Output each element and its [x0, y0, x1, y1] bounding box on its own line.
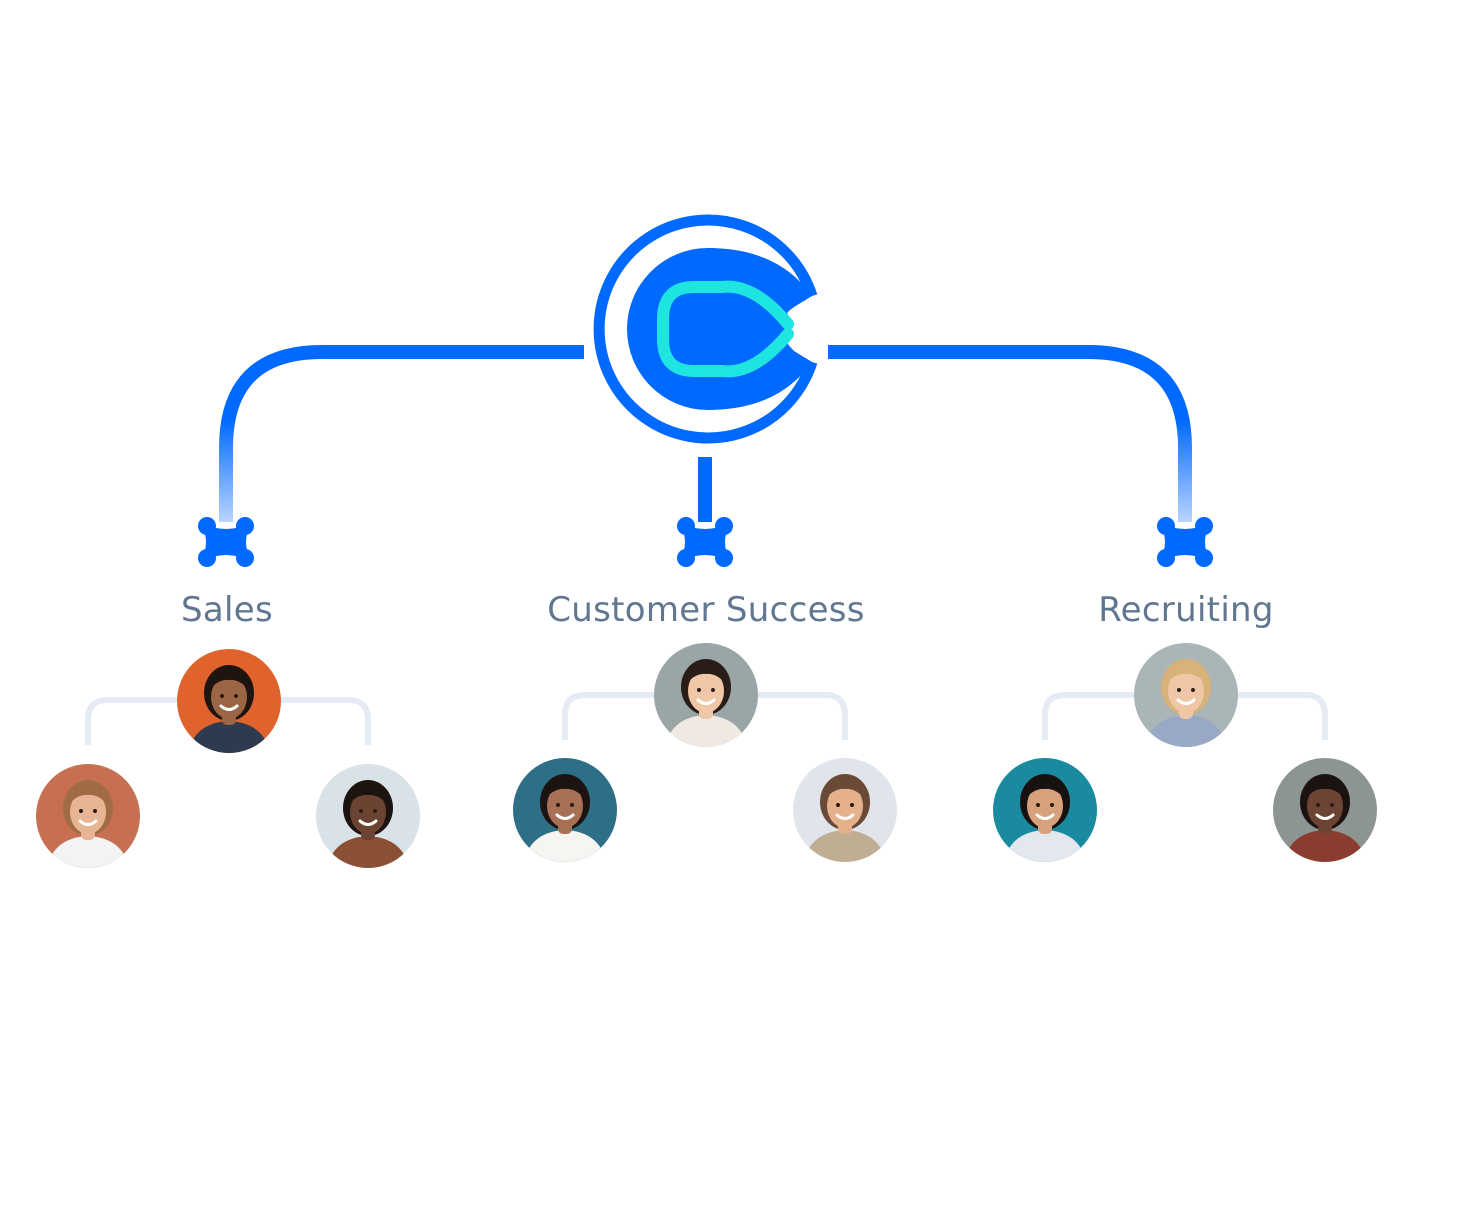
- connector-sales: [219, 345, 584, 522]
- avatar-customer-success-lead: [654, 643, 758, 747]
- node-marker-sales: [198, 517, 254, 567]
- avatar-sales-member-2: [316, 764, 420, 868]
- team-label-customer-success: Customer Success: [547, 590, 865, 630]
- calendly-logo: [593, 214, 818, 444]
- avatar-customer-success-member-1: [513, 758, 617, 862]
- avatar-recruiting-lead: [1134, 643, 1238, 747]
- avatar-customer-success-member-2: [793, 758, 897, 862]
- avatar-sales-lead: [177, 649, 281, 753]
- connector-recruiting: [828, 345, 1192, 522]
- node-marker-customer-success: [677, 517, 733, 567]
- team-label-recruiting: Recruiting: [1098, 590, 1274, 630]
- team-label-sales: Sales: [181, 590, 273, 630]
- avatar-recruiting-member-1: [993, 758, 1097, 862]
- avatar-sales-member-1: [36, 764, 140, 868]
- avatar-recruiting-member-2: [1273, 758, 1377, 862]
- node-marker-recruiting: [1157, 517, 1213, 567]
